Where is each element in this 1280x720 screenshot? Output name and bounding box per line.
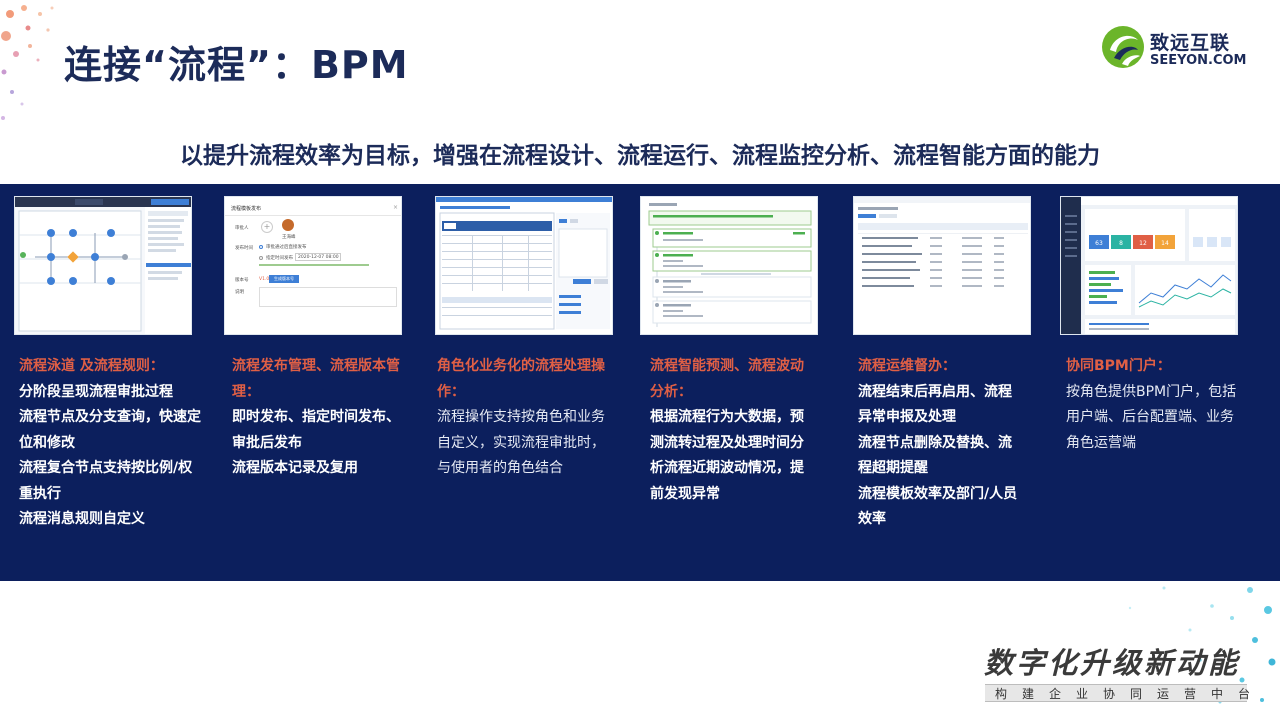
feature-column-prediction: 流程智能预测、流程波动分析： 根据流程行为大数据，预测流转过程及处理时间分析流程… [650,354,812,507]
column-heading: 流程泳道 及流程规则： [19,358,164,374]
seeyon-logo: 致远互联 SEEYON.COM [1100,24,1246,70]
version-label: 版本号 [235,278,249,283]
column-item: 流程节点及分支查询，快速定位和修改 [19,409,201,451]
column-heading: 流程运维督办： [858,358,956,374]
screenshot-flow-prediction [640,196,818,335]
close-icon: × [393,204,399,211]
remark-field [259,287,397,307]
column-heading: 角色化业务化的流程处理操作： [437,358,605,400]
dialog-title: 流程模板发布 [231,206,262,212]
column-item: 流程结束后再启用、流程异常申报及处理 [858,383,1012,426]
approver-label: 审批人 [235,226,249,231]
column-item: 分阶段呈现流程审批过程 [19,383,173,400]
radio-after-approval [259,245,263,249]
screenshot-ops-supervision [853,196,1031,335]
screenshot-flow-swimlane [14,196,192,335]
generate-version-button: 生成版本号 [269,275,299,283]
column-item: 流程模板效率及部门/人员效率 [858,485,1018,528]
slogan-main: 数字化升级新动能 [984,646,1241,680]
logo-name-en: SEEYON.COM [1150,53,1247,68]
column-item: 流程复合节点支持按比例/权重执行 [19,460,193,502]
slogan-sub: 构建企业协同运营中台 [995,687,1266,701]
screenshot-publish-dialog: 流程模板发布 × 审批人 + 王海峰 发布时间 审批通过后直接发布 指定时间发布… [224,196,402,335]
feature-column-role: 角色化业务化的流程处理操作： 流程操作支持按角色和业务自定义，实现流程审批时，与… [437,354,609,482]
slogan-bar [985,684,1247,702]
column-item: 即时发布、指定时间发布、审批后发布 [232,409,400,451]
column-heading: 流程发布管理、流程版本管理： [232,358,400,400]
remark-label: 说明 [235,290,244,295]
kpi-value-1: 63 [1095,240,1103,247]
scheduled-time-field: 2020-12-07 08:00 [295,253,341,261]
screenshot-bpm-portal: 63 8 12 14 [1060,196,1238,335]
seeyon-logo-icon [1102,26,1144,68]
logo-name-cn: 致远互联 [1150,32,1231,54]
option-scheduled: 指定时间发布 [266,256,293,261]
radio-scheduled [259,256,263,260]
decorative-dots-bottom-right [1128,586,1276,704]
kpi-value-3: 12 [1139,240,1147,247]
column-item: 流程操作支持按角色和业务自定义，实现流程审批时，与使用者的角色结合 [437,409,605,476]
column-item: 流程节点删除及替换、流程超期提醒 [858,434,1012,477]
column-item: 流程消息规则自定义 [19,511,145,527]
slide-subtitle: 以提升流程效率为目标，增强在流程设计、流程运行、流程监控分析、流程智能方面的能力 [180,143,1100,169]
option-after-approval: 审批通过后直接发布 [266,245,307,250]
kpi-value-2: 8 [1119,240,1123,247]
decorative-dots-top-left [1,5,54,120]
column-heading: 流程智能预测、流程波动分析： [650,358,804,400]
screenshot-role-form [435,196,613,335]
kpi-value-4: 14 [1161,240,1169,247]
page-title: 连接“流程”：BPM [64,43,409,87]
feature-column-portal: 协同BPM门户： 按角色提供BPM门户，包括用户端、后台配置端、业务角色运营端 [1066,354,1246,456]
approver-name: 王海峰 [282,235,296,240]
add-approver-icon: + [261,221,273,233]
avatar [282,219,294,231]
publish-time-label: 发布时间 [235,246,253,251]
column-heading: 协同BPM门户： [1066,358,1171,374]
column-item: 按角色提供BPM门户，包括用户端、后台配置端、业务角色运营端 [1066,383,1237,451]
feature-column-publish: 流程发布管理、流程版本管理： 即时发布、指定时间发布、审批后发布 流程版本记录及… [232,354,410,482]
column-item: 根据流程行为大数据，预测流转过程及处理时间分析流程近期波动情况，提前发现异常 [650,409,804,502]
feature-column-swimlane: 流程泳道 及流程规则： 分阶段呈现流程审批过程 流程节点及分支查询，快速定位和修… [19,354,201,533]
version-value: V1.0 [259,277,270,282]
column-item: 流程版本记录及复用 [232,460,358,476]
feature-column-ops: 流程运维督办： 流程结束后再启用、流程异常申报及处理 流程节点删除及替换、流程超… [858,354,1024,533]
